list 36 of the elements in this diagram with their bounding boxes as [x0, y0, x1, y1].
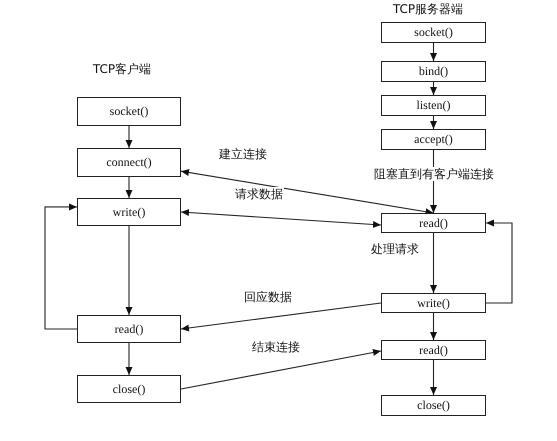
- edge-label: 处理请求: [370, 242, 420, 256]
- arrow: [180, 169, 434, 216]
- edge-label: 阻塞直到有客户端连接: [373, 167, 495, 181]
- arrow: [430, 43, 437, 61]
- arrow: [44, 203, 77, 330]
- arrow: [180, 349, 382, 390]
- function-box: connect(): [77, 148, 181, 177]
- edge-label: 结束连接: [251, 340, 301, 354]
- function-box: read(): [381, 213, 486, 233]
- arrow: [430, 360, 437, 395]
- function-box: accept(): [381, 129, 486, 150]
- function-box: socket(): [381, 22, 486, 43]
- arrow: [126, 226, 132, 315]
- arrow: [430, 233, 437, 293]
- edge-label: 建立连接: [218, 147, 268, 161]
- function-box: read(): [381, 340, 486, 360]
- function-box: write(): [77, 198, 181, 226]
- arrow: [126, 126, 132, 148]
- function-box: close(): [77, 375, 181, 403]
- function-box: write(): [381, 293, 486, 313]
- arrow: [430, 313, 437, 340]
- edge-label: 回应数据: [243, 290, 293, 304]
- function-box: read(): [77, 315, 181, 343]
- column-heading: TCP客户端: [92, 62, 152, 76]
- arrow: [430, 116, 437, 129]
- function-box: bind(): [381, 61, 486, 82]
- arrow: [486, 220, 513, 304]
- arrow: [180, 209, 382, 228]
- arrow: [126, 177, 132, 198]
- function-box: listen(): [381, 95, 486, 116]
- arrow: [180, 302, 382, 332]
- edge-label: 请求数据: [234, 187, 284, 201]
- function-box: close(): [381, 395, 486, 416]
- function-box: socket(): [77, 97, 181, 126]
- arrow: [430, 82, 437, 95]
- arrow: [126, 343, 132, 375]
